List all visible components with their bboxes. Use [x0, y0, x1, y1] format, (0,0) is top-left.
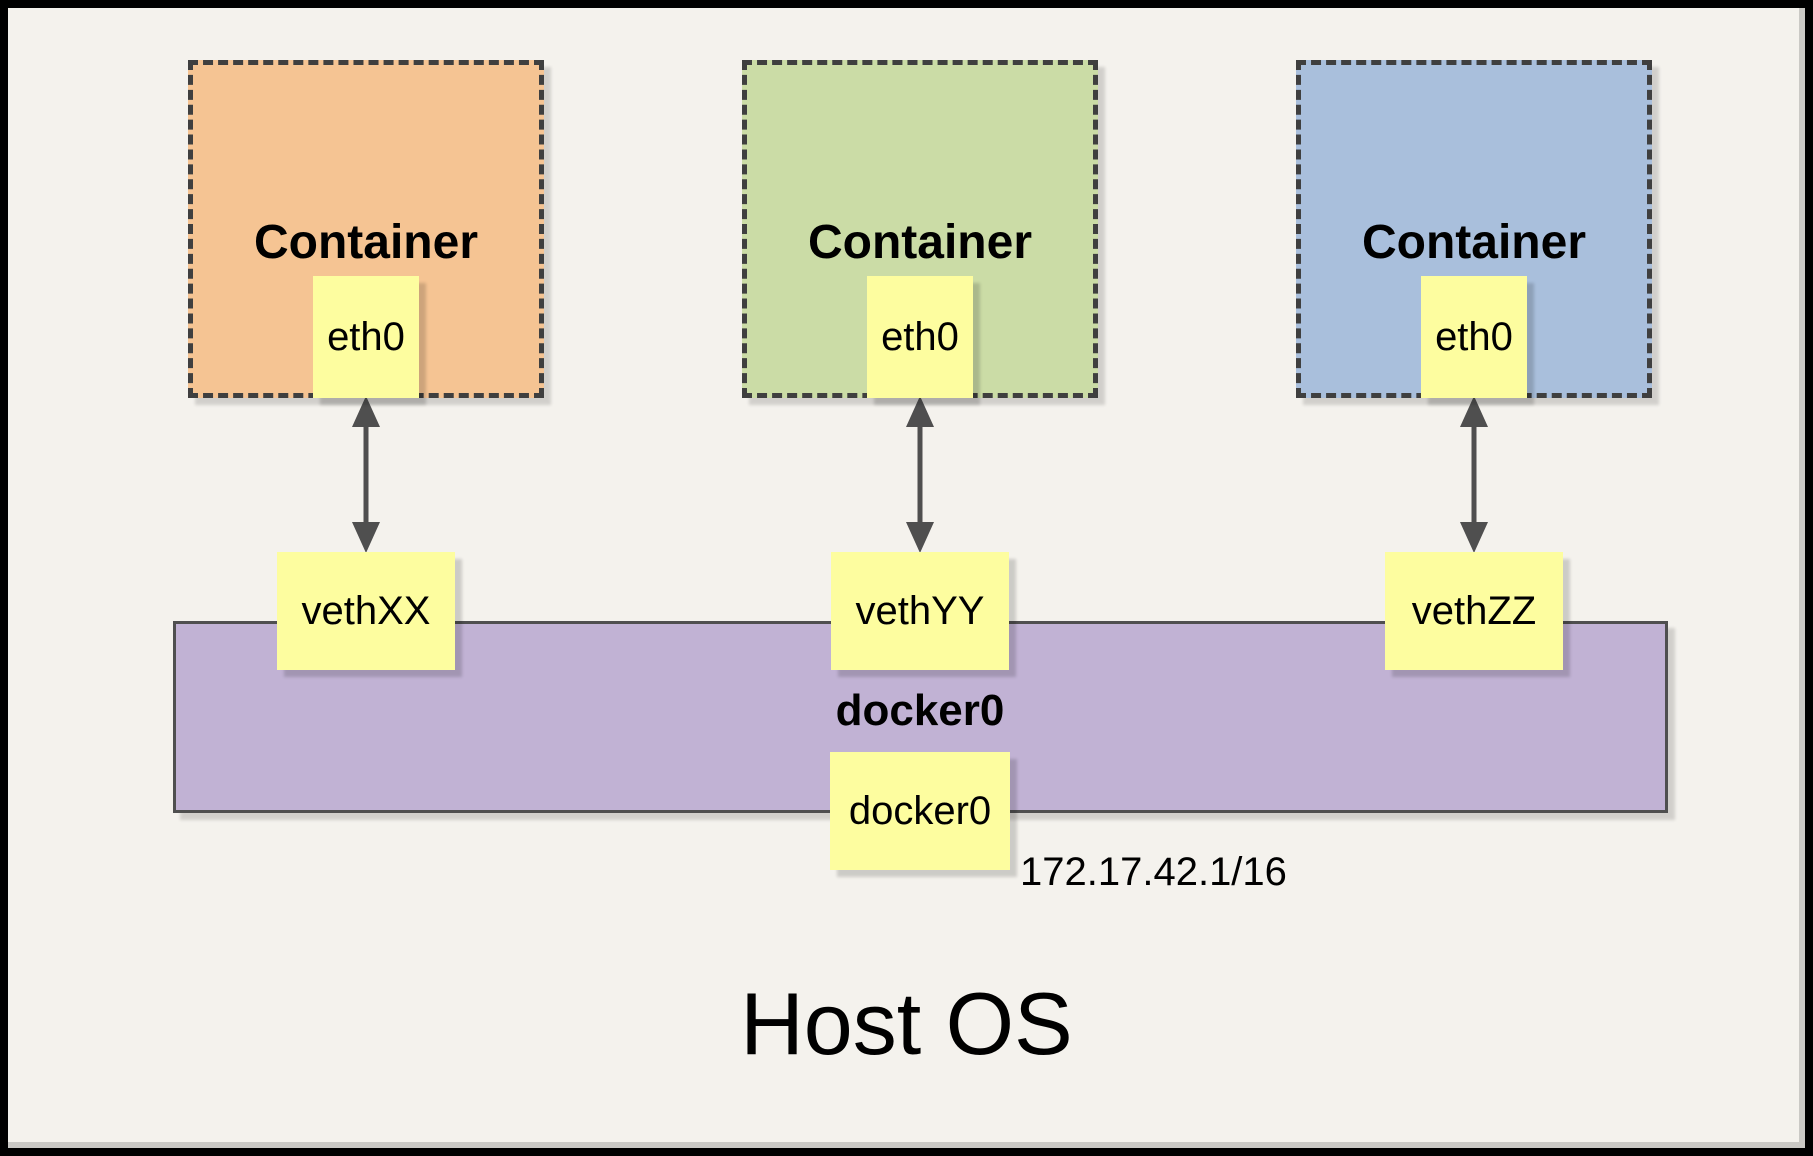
vethYY-box: vethYY — [831, 552, 1009, 670]
docker0-ip-label: 172.17.42.1/16 — [1020, 850, 1287, 894]
vethXX-box: vethXX — [277, 552, 455, 670]
double-arrow-icon — [352, 396, 380, 553]
double-arrow-icon — [1460, 396, 1488, 553]
eth0-box-2: eth0 — [867, 276, 973, 398]
container-1-label: Container — [253, 216, 478, 269]
docker0-bridge-label: docker0 — [835, 686, 1005, 735]
eth0-box-3: eth0 — [1421, 276, 1527, 398]
eth0-box-1: eth0 — [313, 276, 419, 398]
double-arrow-icon — [906, 396, 934, 553]
container-2-label: Container — [807, 216, 1032, 269]
host-os-title: Host OS — [740, 974, 1073, 1073]
container-3-label: Container — [1361, 216, 1586, 269]
docker0-interface-box: docker0 — [830, 752, 1010, 870]
vethZZ-box: vethZZ — [1385, 552, 1563, 670]
